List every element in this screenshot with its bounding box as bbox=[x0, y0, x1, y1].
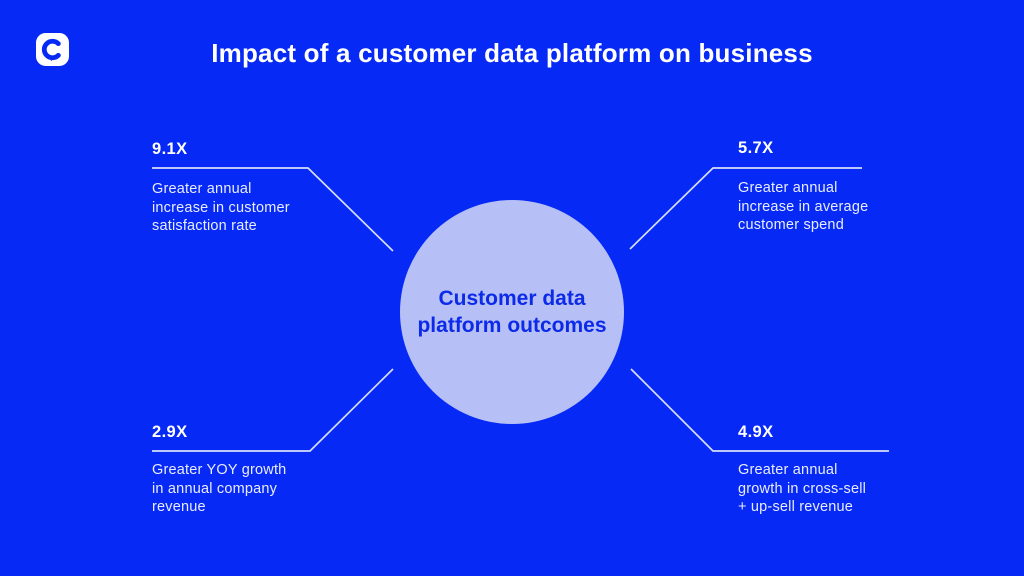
center-circle: Customer data platform outcomes bbox=[400, 200, 624, 424]
page-title: Impact of a customer data platform on bu… bbox=[211, 38, 813, 68]
stat-value-yoy-growth: 2.9X bbox=[152, 423, 188, 441]
c-speech-bubble-logo-icon bbox=[36, 33, 69, 66]
brand-logo bbox=[36, 33, 69, 66]
stat-description-cross-sell: Greater annual growth in cross-sell + up… bbox=[738, 462, 867, 515]
stat-value-satisfaction: 9.1X bbox=[152, 140, 188, 158]
stat-value-customer-spend: 5.7X bbox=[738, 139, 774, 157]
stat-value-cross-sell: 4.9X bbox=[738, 423, 774, 441]
center-circle-label: Customer data platform outcomes bbox=[417, 287, 607, 337]
stat-description-satisfaction: Greater annual increase in customer sati… bbox=[152, 181, 290, 234]
stat-description-yoy-growth: Greater YOY growth in annual company rev… bbox=[152, 462, 287, 515]
connector-bottom-left bbox=[152, 368, 394, 452]
stat-description-customer-spend: Greater annual increase in average custo… bbox=[738, 180, 869, 233]
